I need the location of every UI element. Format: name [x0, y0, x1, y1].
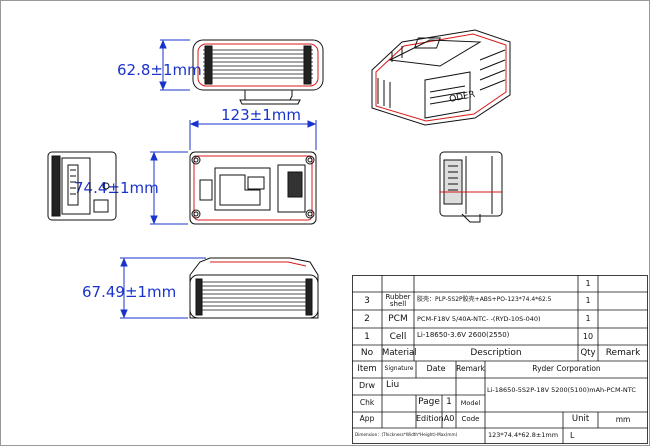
dim-width — [150, 151, 188, 225]
tb-remark-label: Remark — [456, 364, 485, 373]
tb-edition-value: A0 — [443, 414, 455, 423]
dim-height-label: 62.8±1mm — [117, 61, 202, 79]
svg-text:ODER: ODER — [449, 90, 476, 105]
left-end-view — [47, 151, 117, 221]
bom-row-3-material-line2: shell — [389, 300, 407, 308]
tb-company: Ryder Corporation — [532, 364, 601, 373]
bom-header-no: No — [360, 348, 374, 358]
dim-side-height-label: 67.49±1mm — [82, 283, 176, 301]
bom-row-1-qty: 10 — [582, 332, 594, 341]
bom-row-2-item: 2 — [364, 314, 370, 324]
bom-header-material: Material — [382, 348, 417, 358]
bom-header-remark: Remark — [605, 348, 641, 358]
dim-length-label: 123±1mm — [221, 106, 301, 124]
dim-length — [189, 120, 317, 150]
tb-drw-value: Liu — [386, 380, 400, 390]
tb-drw-label: Drw — [359, 381, 375, 390]
tb-model-label: Model — [460, 399, 481, 407]
tb-code-label: Code — [461, 415, 480, 423]
dim-height — [159, 39, 190, 91]
tb-unit-value: mm — [615, 415, 631, 424]
bom-row-2-material: PCM — [388, 314, 408, 324]
bom-row-2-qty: 1 — [585, 314, 591, 323]
right-end-view — [439, 151, 503, 223]
bom-row-1-description: Li-18650-3.6V 2600(2550) — [417, 331, 510, 339]
tb-signature-label: Signature — [384, 365, 414, 372]
tb-app-label: App — [359, 414, 375, 423]
bom-header-description: Description — [470, 348, 522, 358]
dim-side-height — [120, 257, 206, 319]
tb-item-label: Item — [357, 364, 377, 374]
bom-row-3-material-line1: Rubber — [385, 293, 411, 301]
tb-dimension-value: 123*74.4*62.8±1mm — [488, 431, 559, 439]
tb-edition-label: Edition — [416, 414, 444, 423]
bom-row-4-qty: 1 — [585, 279, 591, 288]
tb-page-value: 1 — [446, 397, 452, 407]
top-view — [192, 39, 324, 105]
tb-page-label: Page — [418, 397, 440, 407]
tb-date-label: Date — [426, 364, 446, 373]
tb-model-value: Li-18650-5S2P-18V 5200(5100)mAh-PCM-NTC — [487, 386, 636, 394]
tb-unit-label: Unit — [571, 414, 590, 424]
bom-header-qty: Qty — [580, 348, 596, 358]
bom-row-1-material: Cell — [389, 332, 407, 342]
bom-row-3-qty: 1 — [585, 296, 591, 305]
bom-row-1-item: 1 — [364, 332, 370, 342]
tb-chk-label: Chk — [359, 398, 375, 407]
tb-size-value: L — [570, 431, 575, 440]
side-view — [189, 257, 319, 319]
title-block-grid — [352, 275, 648, 444]
tb-dimension-label: Dimension：(Thickness*Width*Height)-Max(m… — [355, 432, 458, 437]
iso-view: ODER — [371, 29, 511, 126]
bom-row-3-description: 胶壳：PLP-5S2P胶壳+ABS+PO-123*74.4*62.5 — [417, 296, 552, 303]
bom-row-3-item: 3 — [364, 296, 370, 306]
bom-row-2-description: PCM-F18V 5/40A-NTC- -(RYD-10S-040) — [417, 315, 541, 323]
title-block: 1 3 Rubber shell 胶壳：PLP-5S2P胶壳+ABS+PO-12… — [352, 275, 648, 444]
front-view — [189, 151, 317, 225]
